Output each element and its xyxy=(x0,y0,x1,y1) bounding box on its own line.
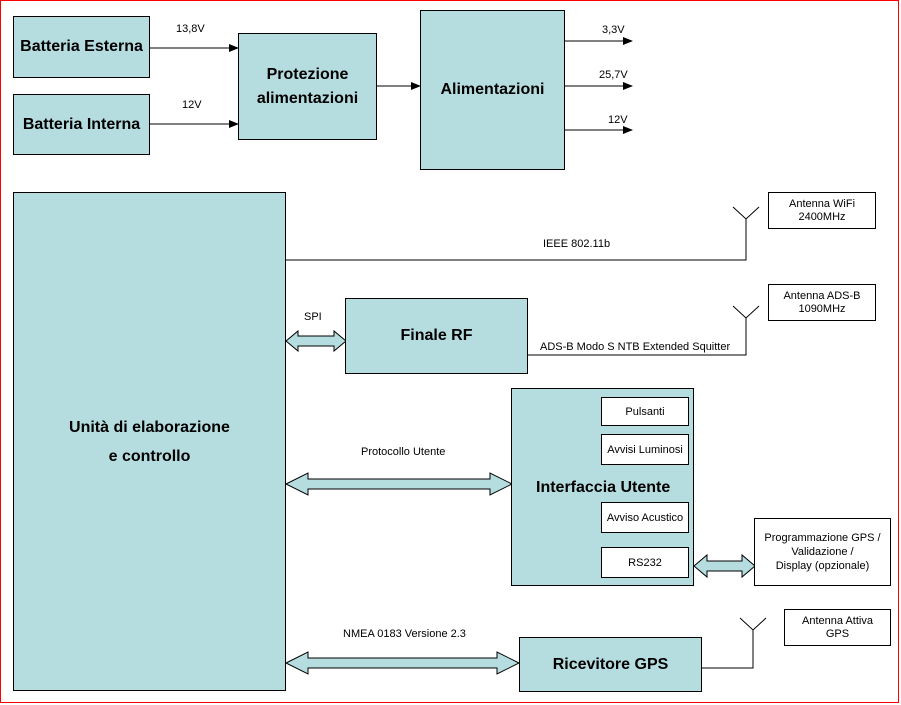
antenna-adsb-box: Antenna ADS-B 1090MHz xyxy=(768,284,876,321)
batteria-interna-label: Batteria Interna xyxy=(22,115,141,133)
antenna-gps-box: Antenna Attiva GPS xyxy=(784,609,891,646)
programmazione-label-2: Validazione / xyxy=(791,546,854,558)
rs232-label: RS232 xyxy=(628,556,662,569)
finale-rf-label: Finale RF xyxy=(400,327,473,344)
wifi-antenna-symbol xyxy=(732,206,760,220)
gps-antenna-link-line xyxy=(701,630,754,669)
protocollo-double-arrow xyxy=(284,472,514,496)
batteria-interna-block: Batteria Interna xyxy=(13,94,150,155)
voltage-esterna-label: 13,8V xyxy=(176,23,205,35)
wifi-link-line xyxy=(286,219,747,261)
alimentazioni-block: Alimentazioni xyxy=(420,10,565,170)
spi-link-label: SPI xyxy=(304,311,322,323)
alimentazioni-label: Alimentazioni xyxy=(440,81,545,98)
spi-double-arrow xyxy=(285,329,347,353)
adsb-antenna-symbol xyxy=(732,305,760,319)
ricevitore-gps-block: Ricevitore GPS xyxy=(519,637,702,692)
antenna-gps-label-2: GPS xyxy=(825,627,850,640)
programmazione-label-3: Display (opzionale) xyxy=(775,560,870,572)
adsb-link-label: ADS-B Modo S NTB Extended Squitter xyxy=(540,341,731,353)
unita-label-2: e controllo xyxy=(108,447,191,465)
output-257-label: 25,7V xyxy=(599,69,628,81)
gps-antenna-symbol xyxy=(739,617,767,631)
rs232-double-arrow xyxy=(693,553,756,579)
output-33-label: 3,3V xyxy=(602,24,625,36)
output-12-label: 12V xyxy=(608,114,628,126)
protocollo-link-label: Protocollo Utente xyxy=(361,446,446,458)
antenna-wifi-label-1: Antenna WiFi xyxy=(788,197,856,210)
avvisi-luminosi-label: Avvisi Luminosi xyxy=(607,443,683,456)
protezione-label-1: Protezione xyxy=(266,65,349,83)
rs232-box: RS232 xyxy=(601,547,689,578)
avviso-acustico-label: Avviso Acustico xyxy=(606,511,684,524)
programmazione-label-1: Programmazione GPS / xyxy=(764,532,881,544)
protezione-block: Protezione alimentazioni xyxy=(238,33,377,140)
antenna-wifi-label-2: 2400MHz xyxy=(798,210,846,223)
unita-label-1: Unità di elaborazione xyxy=(69,418,230,436)
avvisi-luminosi-box: Avvisi Luminosi xyxy=(601,434,689,465)
pulsanti-box: Pulsanti xyxy=(601,397,689,426)
nmea-link-label: NMEA 0183 Versione 2.3 xyxy=(343,628,466,640)
antenna-adsb-label-2: 1090MHz xyxy=(798,302,846,315)
unita-elaborazione-block: Unità di elaborazione e controllo xyxy=(13,192,286,691)
voltage-interna-label: 12V xyxy=(182,99,202,111)
programmazione-box: Programmazione GPS / Validazione / Displ… xyxy=(754,518,891,586)
protezione-label-2: alimentazioni xyxy=(256,89,359,107)
ricevitore-label: Ricevitore GPS xyxy=(552,655,669,673)
avviso-acustico-box: Avviso Acustico xyxy=(601,502,689,533)
finale-rf-block: Finale RF xyxy=(345,298,528,374)
nmea-double-arrow xyxy=(284,651,521,675)
interfaccia-label: Interfaccia Utente xyxy=(536,479,671,496)
pulsanti-label: Pulsanti xyxy=(625,405,665,418)
ieee-link-label: IEEE 802.11b xyxy=(543,238,611,250)
antenna-wifi-box: Antenna WiFi 2400MHz xyxy=(768,192,876,229)
adsb-link-line xyxy=(527,318,747,356)
antenna-adsb-label-1: Antenna ADS-B xyxy=(783,289,861,302)
batteria-esterna-block: Batteria Esterna xyxy=(13,16,150,78)
batteria-esterna-label: Batteria Esterna xyxy=(20,38,143,55)
antenna-gps-label-1: Antenna Attiva xyxy=(802,614,873,627)
